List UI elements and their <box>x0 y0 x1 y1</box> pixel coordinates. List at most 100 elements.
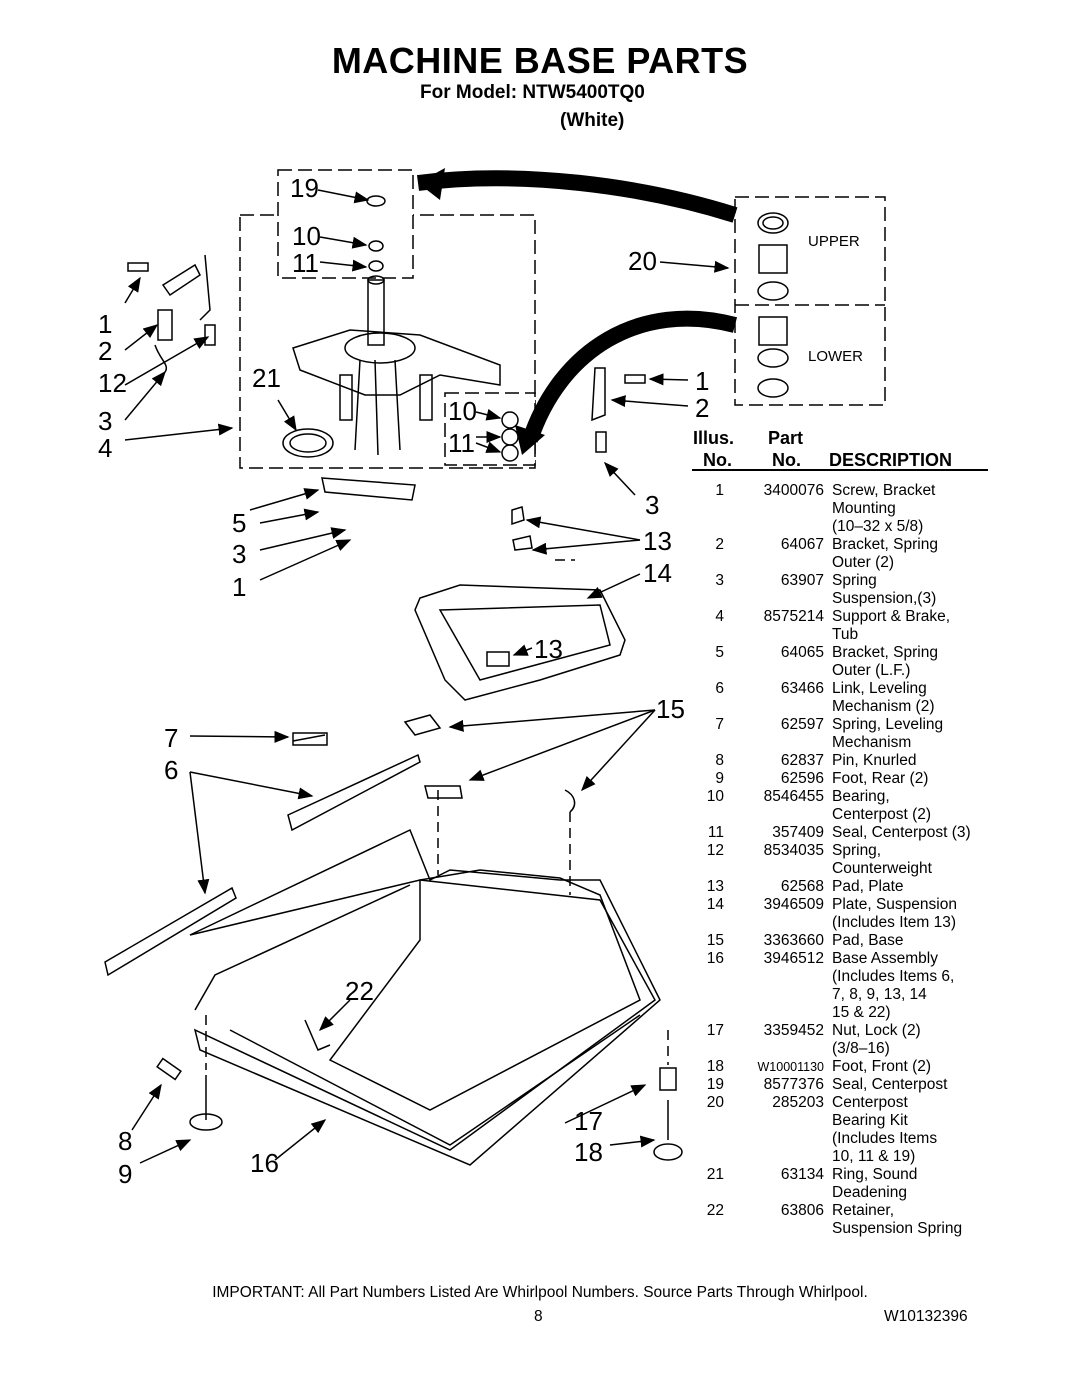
part-description: Foot, Rear (2) <box>832 770 992 788</box>
part-number: W10001130 <box>757 1060 825 1074</box>
parts-row: 18 W10001130 Foot, Front (2) <box>692 1058 992 1076</box>
callout-8: 8 <box>118 1126 132 1156</box>
description-line: Bracket, Spring <box>832 644 938 661</box>
description-line: Base Assembly <box>832 950 938 967</box>
lower-label: LOWER <box>808 348 863 365</box>
callout-12: 12 <box>98 368 127 398</box>
description-line: Seal, Centerpost (3) <box>832 824 971 841</box>
callout-5: 5 <box>232 508 246 538</box>
part-number: 62837 <box>780 752 824 769</box>
part-number: 8534035 <box>763 842 824 859</box>
part-number: 8546455 <box>763 788 824 805</box>
illus-number: 20 <box>706 1094 724 1111</box>
illus-number: 1 <box>715 482 724 499</box>
upper-label: UPPER <box>808 233 860 250</box>
part-number: 285203 <box>772 1094 824 1111</box>
callout-16: 16 <box>250 1148 279 1178</box>
description-line: (Includes Items 6, <box>832 968 955 985</box>
illus-number: 2 <box>715 536 724 553</box>
illus-number: 18 <box>706 1058 724 1075</box>
description-line: Seal, Centerpost <box>832 1076 948 1093</box>
part-description: Foot, Front (2) <box>832 1058 992 1076</box>
callout-6: 6 <box>164 755 178 785</box>
description-line: Counterweight <box>832 860 932 877</box>
header-illus-top: Illus. <box>693 428 735 448</box>
description-line: (Includes Item 13) <box>832 914 957 931</box>
part-number: 63466 <box>780 680 824 697</box>
description-line: Spring, <box>832 842 882 859</box>
color-line: (White) <box>560 110 625 131</box>
part-description: Seal, Centerpost <box>832 1076 992 1094</box>
description-line: 10, 11 & 19) <box>832 1148 916 1165</box>
part-number: 3946509 <box>763 896 824 913</box>
description-line: Mounting <box>832 500 896 517</box>
illus-number: 6 <box>715 680 724 697</box>
illus-number: 16 <box>706 950 724 967</box>
callout-11: 11 <box>292 248 319 278</box>
description-line: Support & Brake, <box>832 608 951 625</box>
callout-7: 7 <box>164 723 178 753</box>
illus-number: 15 <box>706 932 724 949</box>
description-line: Mechanism <box>832 734 912 751</box>
part-description: Retainer,Suspension Spring <box>832 1202 992 1238</box>
callout-13b: 13 <box>534 634 563 664</box>
part-description: Base Assembly(Includes Items 6,7, 8, 9, … <box>832 950 992 1022</box>
page-title: MACHINE BASE PARTS <box>331 40 749 81</box>
callout-21: 21 <box>252 363 281 393</box>
description-line: Suspension Spring <box>832 1220 963 1237</box>
header-description: DESCRIPTION <box>829 450 953 470</box>
illus-number: 5 <box>715 644 724 661</box>
description-line: Plate, Suspension <box>832 896 957 913</box>
description-line: (10–32 x 5/8) <box>832 518 924 535</box>
illus-number: 10 <box>706 788 724 805</box>
callout-20: 20 <box>628 246 657 276</box>
callout-14: 14 <box>643 558 672 588</box>
page-number: 8 <box>534 1308 543 1325</box>
description-line: Mechanism (2) <box>832 698 935 715</box>
part-number: 3946512 <box>763 950 824 967</box>
part-number: 62568 <box>780 878 824 895</box>
parts-row: 12 8534035 Spring,Counterweight <box>692 842 992 878</box>
part-number: 63806 <box>780 1202 824 1219</box>
description-line: Spring <box>832 572 877 589</box>
part-description: Spring,Counterweight <box>832 842 992 878</box>
callout-2: 2 <box>98 336 112 366</box>
illus-number: 7 <box>715 716 724 733</box>
part-description: Pin, Knurled <box>832 752 992 770</box>
description-line: Bearing, <box>832 788 890 805</box>
illus-number: 9 <box>715 770 724 787</box>
description-line: Outer (2) <box>832 554 895 571</box>
description-line: Bearing Kit <box>832 1112 908 1129</box>
parts-row: 10 8546455 Bearing,Centerpost (2) <box>692 788 992 824</box>
callout-1: 1 <box>98 309 112 339</box>
part-description: Nut, Lock (2)(3/8–16) <box>832 1022 992 1058</box>
illus-number: 3 <box>715 572 724 589</box>
description-line: Pin, Knurled <box>832 752 917 769</box>
callout-22: 22 <box>345 976 374 1006</box>
parts-row: 9 62596 Foot, Rear (2) <box>692 770 992 788</box>
part-description: Seal, Centerpost (3) <box>832 824 992 842</box>
part-description: Bearing,Centerpost (2) <box>832 788 992 824</box>
header-part-bottom: No. <box>772 450 801 470</box>
illus-number: 19 <box>706 1076 724 1093</box>
part-number: 3400076 <box>763 482 824 499</box>
illus-number: 4 <box>715 608 724 625</box>
part-number: 3363660 <box>763 932 824 949</box>
illus-number: 13 <box>706 878 724 895</box>
illus-number: 12 <box>706 842 724 859</box>
part-number: 62596 <box>780 770 824 787</box>
description-line: Spring, Leveling <box>832 716 944 733</box>
